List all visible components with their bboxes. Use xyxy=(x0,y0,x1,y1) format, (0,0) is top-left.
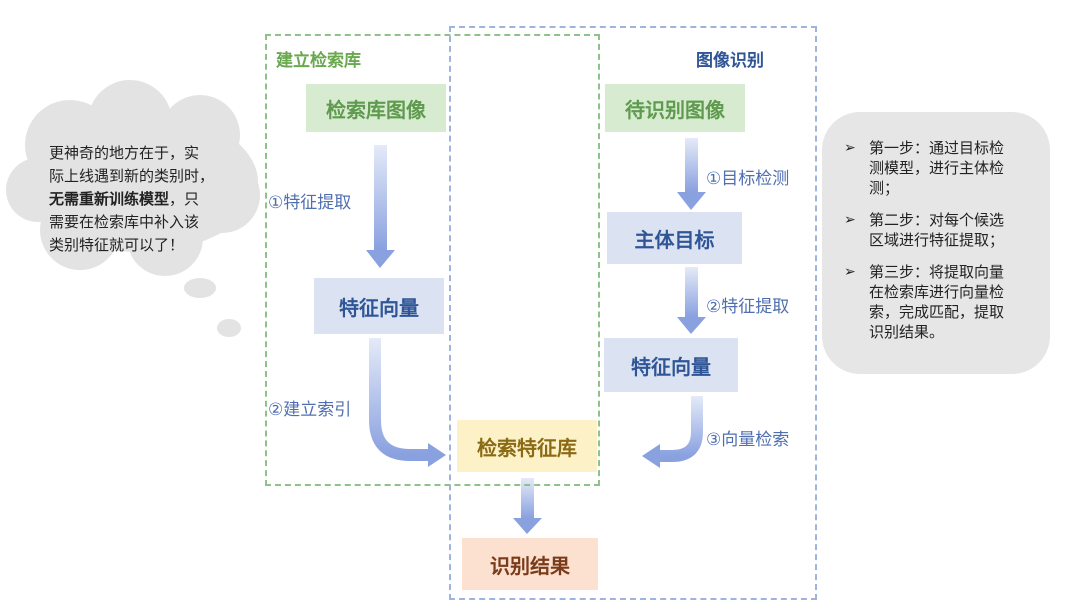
step-item-3: ➢ 第三步：将提取向量 在检索库进行向量检 索，完成匹配，提取 识别结果。 xyxy=(844,262,1044,342)
image-recognition-region xyxy=(449,26,817,600)
step-3-line-4: 识别结果。 xyxy=(869,323,945,341)
step-2-line-1: 第二步：对每个候选 xyxy=(869,211,1005,229)
step-3-line-2: 在检索库进行向量检 xyxy=(869,283,1005,301)
step-1-line-1: 第一步：通过目标检 xyxy=(869,139,1005,157)
arrow-bullet-icon: ➢ xyxy=(844,140,856,156)
step-build-index: ②建立索引 xyxy=(268,400,352,420)
arrow-bullet-icon: ➢ xyxy=(844,212,856,228)
cloud-line-5: 类别特征就可以了！ xyxy=(49,236,185,254)
image-recognition-title: 图像识别 xyxy=(696,51,764,71)
query-image-node: 待识别图像 xyxy=(605,84,745,132)
step-1-line-3: 测； xyxy=(869,179,900,197)
cloud-line-1: 更神奇的地方在于，实 xyxy=(49,144,200,162)
build-index-title: 建立检索库 xyxy=(276,51,361,71)
steps-list: ➢ 第一步：通过目标检 测模型，进行主体检 测； ➢ 第二步：对每个候选 区域进… xyxy=(844,138,1044,354)
step-extract-left: ①特征提取 xyxy=(268,193,352,213)
steps-panel: ➢ 第一步：通过目标检 测模型，进行主体检 测； ➢ 第二步：对每个候选 区域进… xyxy=(822,112,1050,374)
arrow-to-result xyxy=(513,478,542,534)
arrow-detect xyxy=(677,138,706,210)
cloud-line-4: 需要在检索库中补入该 xyxy=(49,213,200,231)
build-index-region xyxy=(265,34,600,486)
cloud-line-3-rest: ，只 xyxy=(169,190,200,208)
arrow-vector-search xyxy=(642,396,703,468)
feature-vector-left-node: 特征向量 xyxy=(314,278,444,334)
step-extract-right: ②特征提取 xyxy=(706,297,790,317)
result-node: 识别结果 xyxy=(462,538,598,590)
feature-vector-right-node: 特征向量 xyxy=(604,338,738,392)
step-3-line-1: 第三步：将提取向量 xyxy=(869,263,1005,281)
main-target-node: 主体目标 xyxy=(607,212,742,264)
arrow-bullet-icon: ➢ xyxy=(844,264,856,280)
feature-library-node: 检索特征库 xyxy=(457,420,597,472)
step-detect: ①目标检测 xyxy=(706,169,790,189)
step-1-line-2: 测模型，进行主体检 xyxy=(869,159,1005,177)
step-item-1: ➢ 第一步：通过目标检 测模型，进行主体检 测； xyxy=(844,138,1044,198)
step-3-line-3: 索，完成匹配，提取 xyxy=(869,303,1005,321)
thought-cloud-shape xyxy=(6,80,260,337)
gallery-images-node: 检索库图像 xyxy=(306,84,446,132)
cloud-note: 更神奇的地方在于，实 际上线遇到新的类别时， 无需重新训练模型，只 需要在检索库… xyxy=(49,142,239,257)
cloud-line-2: 际上线遇到新的类别时， xyxy=(49,167,215,185)
step-vector-search: ③向量检索 xyxy=(706,430,790,450)
cloud-line-3: 无需重新训练模型，只 xyxy=(49,188,239,211)
arrow-extract-left xyxy=(366,145,395,268)
arrow-extract-right xyxy=(677,267,706,334)
step-2-line-2: 区域进行特征提取； xyxy=(869,231,1005,249)
cloud-emphasis: 无需重新训练模型 xyxy=(49,190,170,208)
arrow-build-index xyxy=(369,338,446,467)
step-item-2: ➢ 第二步：对每个候选 区域进行特征提取； xyxy=(844,210,1044,250)
